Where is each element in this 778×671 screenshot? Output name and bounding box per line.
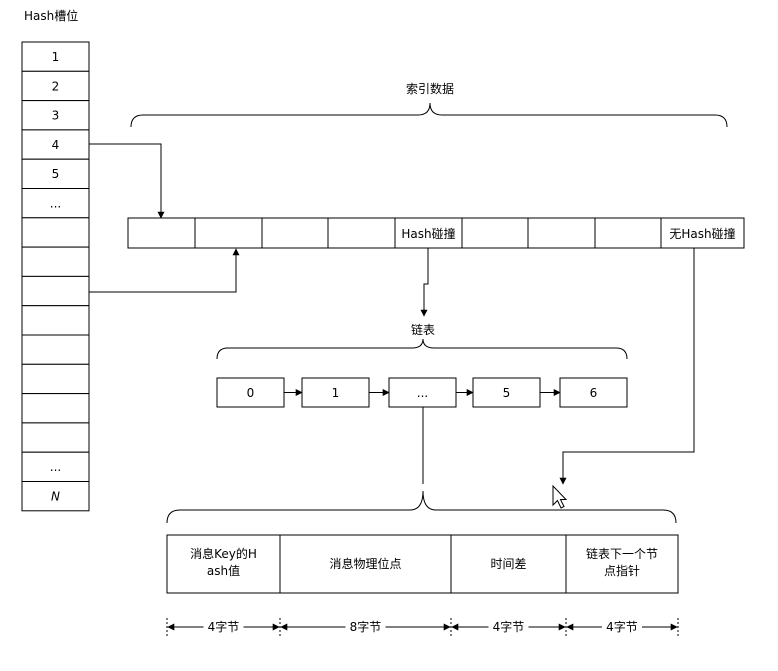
record-field (565, 534, 679, 594)
index-cell (261, 217, 329, 249)
slot-cell (21, 481, 90, 512)
index-data-label: 索引数据 (406, 81, 454, 96)
field-size-label: 4字节 (493, 619, 525, 634)
slot-label: 1 (52, 50, 60, 64)
record-field-label: 时间差 (490, 557, 526, 571)
slot-label: ... (50, 197, 61, 211)
record-field (450, 534, 567, 594)
slot-cell (21, 217, 90, 248)
list-node-label: 5 (503, 386, 511, 400)
slot-label: 3 (52, 109, 60, 123)
field-size-label: 8字节 (350, 619, 382, 634)
record-field (279, 534, 452, 594)
record-field-label: 消息物理位点 (329, 556, 401, 571)
index-cell (194, 217, 263, 249)
record-brace (166, 490, 677, 524)
no-collision-to-record-arrow (559, 248, 695, 485)
slot-label: ... (50, 460, 61, 474)
slot-label: 2 (52, 79, 60, 93)
slot-cell (21, 363, 90, 395)
mouse-cursor-icon (552, 484, 568, 509)
field-size-label: 4字节 (208, 619, 240, 634)
slot-cell (21, 334, 90, 365)
field-size-rulers: 4字节 8字节 4字节 4字节 (166, 618, 679, 636)
list-node-label: 1 (332, 386, 340, 400)
linked-list-brace (216, 338, 628, 360)
index-cell (594, 217, 662, 249)
slot-label: 4 (52, 138, 60, 152)
list-node-label: ... (417, 386, 428, 400)
slot-cell (21, 393, 90, 424)
index-data-brace (130, 102, 728, 128)
index-cell-label: 无Hash碰撞 (669, 226, 735, 241)
slot-cell (21, 275, 90, 307)
slot-cell (21, 41, 90, 72)
index-cell (660, 217, 745, 249)
slot-cell (21, 129, 90, 160)
slot-cell (21, 422, 90, 453)
record-field (166, 534, 281, 594)
slot-cell (21, 70, 90, 102)
index-cell (527, 217, 596, 249)
slot-cell (21, 246, 90, 277)
collision-to-list-arrow (420, 248, 429, 317)
slots-title: Hash槽位 (24, 8, 78, 23)
linked-list-nodes: 0 1... 5 6 (216, 377, 628, 408)
list-node (559, 377, 628, 408)
linked-list-label: 链表 (411, 322, 435, 337)
slot-label: N (51, 490, 60, 504)
list-node-label: 0 (247, 386, 255, 400)
index-cell (461, 217, 529, 249)
index-cell (327, 217, 396, 249)
slot-cell (21, 188, 90, 219)
index-cell-label: Hash碰撞 (401, 226, 455, 241)
record-field-label: 链表下一个节点指针 (586, 546, 658, 578)
slot-cell (21, 305, 90, 336)
index-cell (127, 217, 196, 249)
slot4-to-index-arrow (89, 143, 165, 219)
list-node (472, 377, 541, 408)
slot-label: 5 (52, 167, 60, 181)
slot-to-index-cell-arrow (89, 248, 240, 293)
hash-slot-column: 1 2 3 4 5...... N (21, 41, 90, 512)
index-data-row: Hash碰撞 无Hash碰撞 (127, 217, 745, 249)
list-node-label: 6 (590, 386, 598, 400)
field-size-label: 4字节 (606, 619, 638, 634)
